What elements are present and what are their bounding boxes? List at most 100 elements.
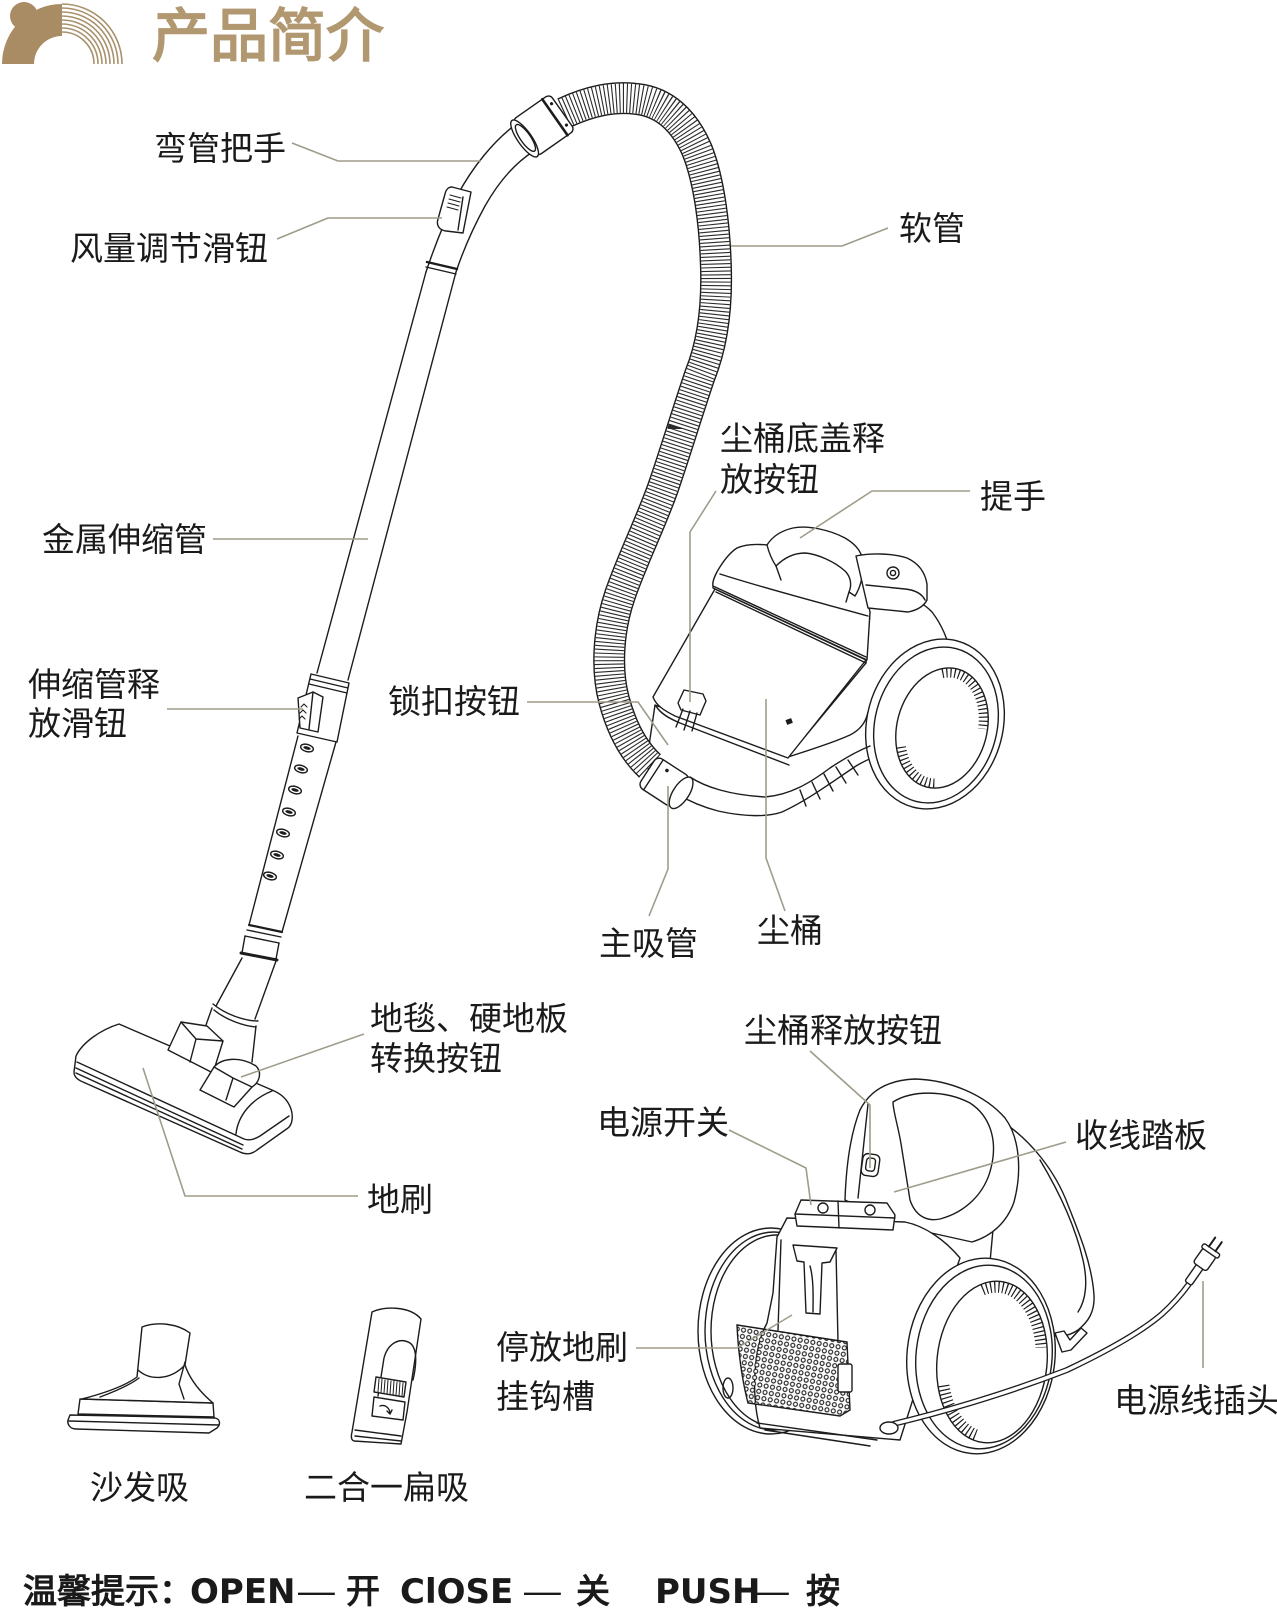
leader-power-switch bbox=[728, 1129, 812, 1206]
callout-text: 软管 bbox=[899, 209, 965, 248]
brush-front-bands bbox=[75, 1067, 244, 1150]
nozzle-base-plate bbox=[67, 1414, 221, 1434]
footer-term-push-en: PUSH bbox=[655, 1572, 761, 1612]
inlet-end-cap bbox=[668, 776, 694, 810]
collar-rivet bbox=[549, 102, 554, 106]
release-slider-arrows bbox=[298, 703, 308, 720]
logo-arc bbox=[61, 15, 111, 65]
adjust-hole-core bbox=[303, 746, 311, 750]
crevice-tool bbox=[350, 1307, 422, 1445]
lower-tube-band bbox=[247, 923, 284, 934]
brush-neck-lower bbox=[205, 1007, 257, 1063]
metal-tube-right-edge bbox=[347, 271, 457, 681]
neck-ring bbox=[239, 951, 279, 962]
callout-text: 风量调节滑钮 bbox=[70, 229, 268, 268]
lid-front-edge bbox=[719, 573, 869, 617]
leader-main-suction-pipe bbox=[648, 786, 669, 917]
canister-main-unit bbox=[645, 526, 1006, 817]
hose-swivel-collar bbox=[510, 95, 574, 158]
handle-grip-edge bbox=[775, 565, 850, 603]
callout-airflow-slider: 风量调节滑钮 bbox=[70, 232, 268, 265]
accessory-text: 沙发吸 bbox=[90, 1468, 189, 1507]
logo-arc bbox=[61, 3, 123, 65]
callout-power-switch: 电源开关 bbox=[597, 1106, 729, 1139]
panel-button bbox=[886, 566, 900, 580]
leader-hose bbox=[731, 227, 889, 247]
callout-metal-telescopic-tube: 金属伸缩管 bbox=[42, 523, 207, 556]
panel-front-face bbox=[865, 584, 926, 601]
lower-tube-band-edge bbox=[244, 929, 282, 944]
callout-bin-bottom-cover-release: 尘桶底盖释 放按钮 bbox=[720, 422, 885, 496]
left-wheel-hub-mark bbox=[722, 1377, 734, 1399]
handle-outer-edge bbox=[425, 124, 516, 273]
brush-top-front-edge bbox=[76, 1061, 290, 1141]
collar-face bbox=[510, 119, 540, 158]
callout-text-line-2: 放按钮 bbox=[720, 460, 819, 499]
brush-end-cap bbox=[235, 1090, 273, 1135]
nozzle-plate-edge bbox=[68, 1420, 220, 1426]
leader-cord-rewind bbox=[893, 1141, 1067, 1193]
callout-text: 地刷 bbox=[367, 1180, 433, 1219]
airflow-slider-button bbox=[436, 186, 472, 234]
callout-floor-brush: 地刷 bbox=[367, 1183, 433, 1216]
leader-dust-bin-release bbox=[809, 1050, 871, 1168]
callout-text: 锁扣按钮 bbox=[388, 682, 520, 721]
lid-seal-band bbox=[712, 585, 867, 664]
wheel-fins-lower bbox=[938, 1381, 979, 1440]
logo-arc bbox=[61, 11, 115, 65]
length-adjust-holes bbox=[262, 743, 315, 881]
callout-hose: 软管 bbox=[899, 212, 965, 245]
brush-body bbox=[73, 1023, 293, 1155]
nozzle-neck bbox=[81, 1323, 214, 1404]
carry-handle bbox=[766, 526, 864, 597]
exhaust-fins-upper bbox=[941, 668, 988, 730]
power-switch-button bbox=[817, 1202, 829, 1214]
latch-bars bbox=[675, 708, 698, 732]
handle-front-edge bbox=[857, 1103, 869, 1199]
handle-tube-band-edge bbox=[425, 266, 457, 275]
dust-bin-bottom-cover-latch bbox=[675, 689, 707, 732]
carpet-floor-switch-pedal bbox=[199, 1058, 261, 1108]
callout-lock-button: 锁扣按钮 bbox=[388, 685, 520, 718]
slider-track bbox=[457, 196, 464, 231]
brush-parking-slot bbox=[792, 1244, 838, 1315]
logo-arch bbox=[2, 4, 62, 64]
footer-term-close-zh: 关 bbox=[576, 1572, 610, 1612]
adjust-hole-core bbox=[266, 874, 274, 878]
top-control-panel bbox=[855, 553, 928, 613]
collar-rivet bbox=[564, 123, 569, 127]
callout-text: 电源开关 bbox=[597, 1103, 729, 1142]
right-wheel-rim bbox=[914, 1264, 1054, 1450]
cord-fill bbox=[892, 1282, 1191, 1426]
release-button-inner bbox=[864, 1157, 877, 1172]
callout-text-line-1: 伸缩管释 bbox=[28, 665, 160, 704]
collar-inner-ring bbox=[514, 123, 537, 153]
adjust-hole-core bbox=[279, 831, 287, 835]
adjust-hole-core bbox=[291, 788, 299, 792]
leader-carry-handle bbox=[799, 490, 970, 539]
callout-text: 主吸管 bbox=[599, 924, 698, 963]
accessory-label-upholstery-nozzle: 沙发吸 bbox=[90, 1471, 189, 1504]
nozzle-neck-details bbox=[99, 1361, 186, 1400]
exhaust-fins-lower bbox=[896, 745, 935, 788]
pedal-edges bbox=[213, 1066, 253, 1101]
footer-term-close-en: ClOSE bbox=[400, 1572, 514, 1612]
callout-text: 尘桶 bbox=[757, 911, 823, 950]
crevice-body bbox=[350, 1307, 422, 1445]
flexible-hose bbox=[557, 82, 733, 778]
bristles bbox=[377, 1378, 404, 1397]
collar-band bbox=[541, 97, 569, 137]
exhaust-grille bbox=[736, 1324, 851, 1417]
brush-cover-arch bbox=[377, 1340, 417, 1397]
parking-slot-inner-edge bbox=[809, 1265, 814, 1313]
footer-separator: — bbox=[750, 1572, 791, 1612]
crevice-tip-edges bbox=[354, 1429, 402, 1442]
logo-ear bbox=[10, 2, 38, 30]
switch-panel-edges bbox=[794, 1200, 896, 1229]
hose-corrugation bbox=[557, 83, 731, 777]
panel-button bbox=[864, 1204, 876, 1216]
leader-bin-bottom-cover-release bbox=[689, 490, 717, 702]
slider-grip bbox=[446, 194, 462, 211]
logo-arc bbox=[61, 27, 99, 65]
callout-text: 电源线插头 bbox=[1114, 1381, 1277, 1420]
